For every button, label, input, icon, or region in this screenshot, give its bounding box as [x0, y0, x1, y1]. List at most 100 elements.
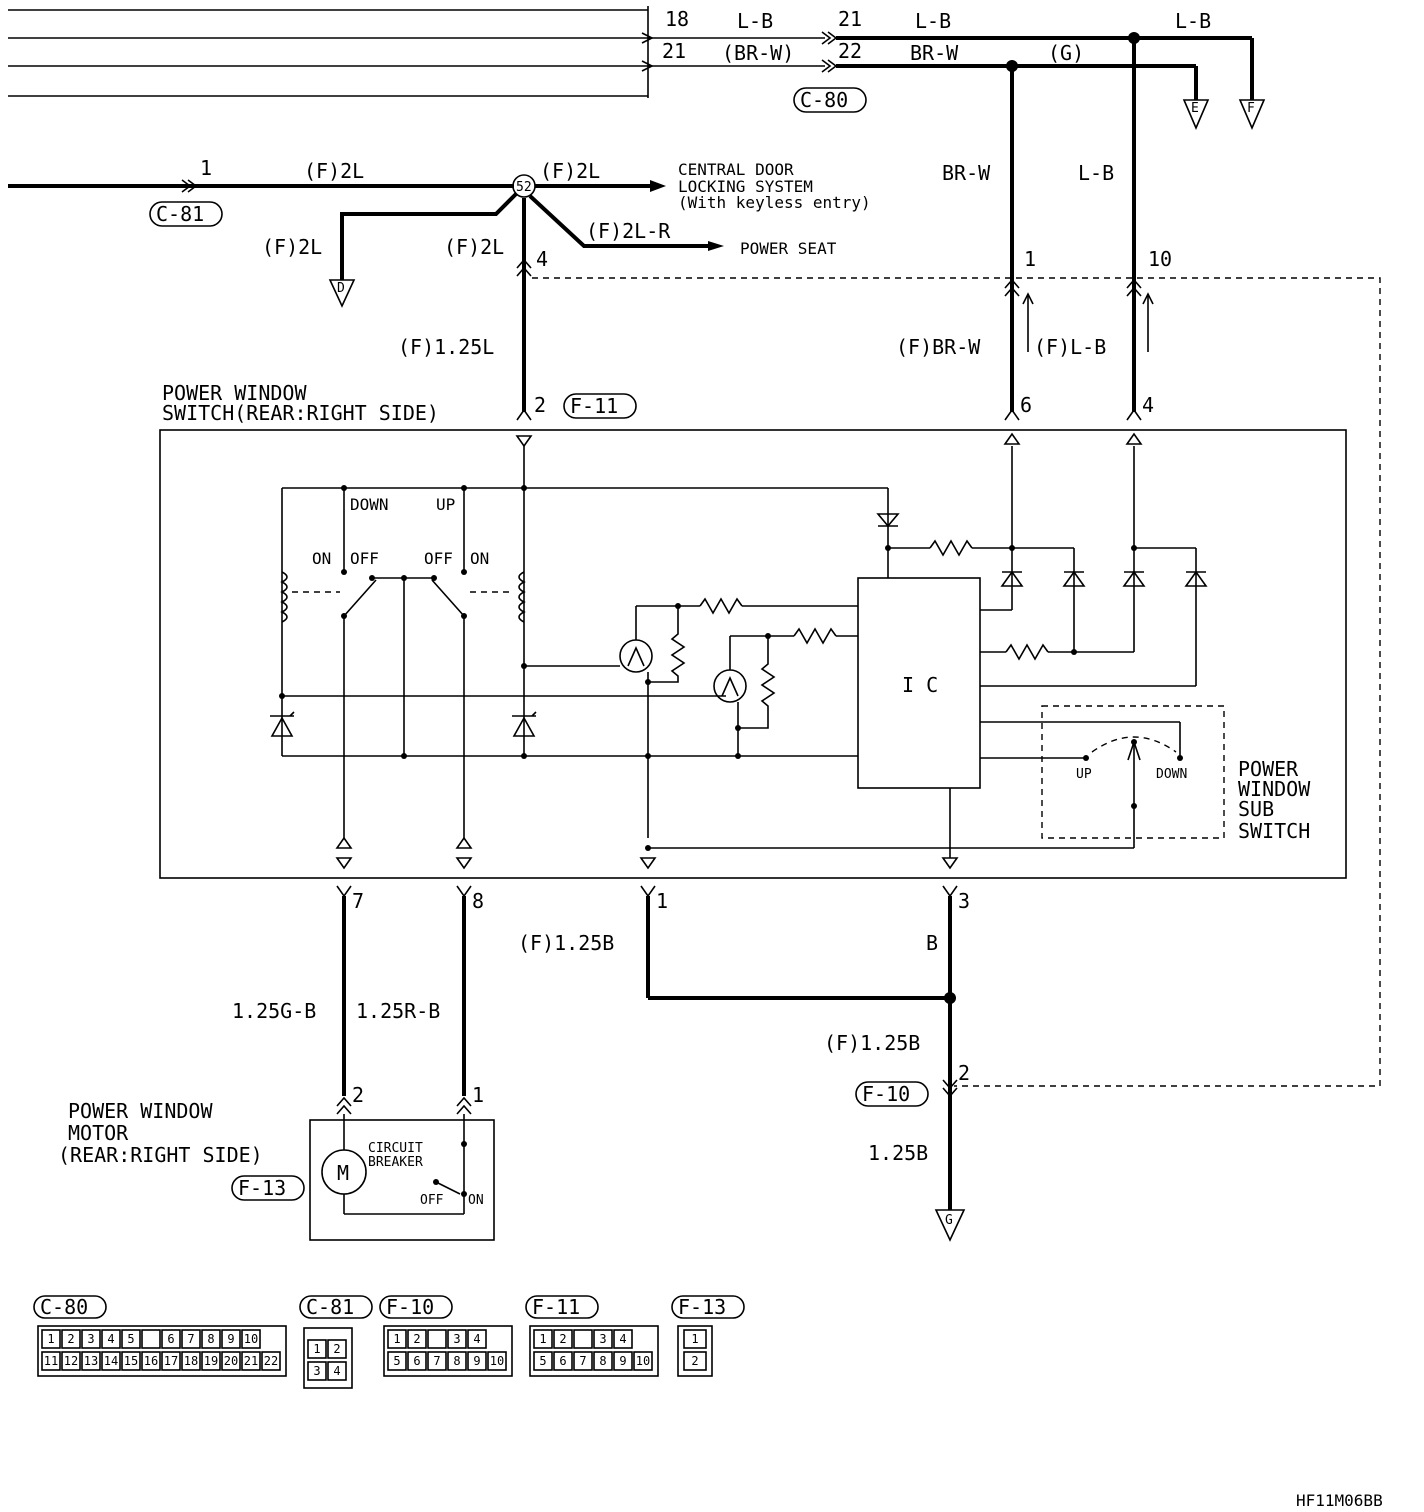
connector-cell-label: 8 [599, 1354, 606, 1368]
wire-pin-21b: 21 [838, 7, 862, 31]
cb-off: OFF [420, 1193, 444, 1208]
connector-cell-label: 8 [453, 1354, 460, 1368]
connector-cell [683, 1351, 707, 1371]
connector-cell-label: 6 [559, 1354, 566, 1368]
connector-cell [427, 1351, 447, 1371]
connector-cell-label: 20 [224, 1354, 238, 1368]
wire-pin-22: 22 [838, 39, 862, 63]
connector-cell [241, 1329, 261, 1349]
connector-cell-label: 6 [167, 1332, 174, 1346]
pin-2-f10: 2 [958, 1061, 970, 1085]
feed-harness [8, 174, 724, 412]
connector-cell [41, 1329, 61, 1349]
connector-cell [613, 1329, 633, 1349]
connector-cell [387, 1329, 407, 1349]
svg-text:D: D [337, 281, 345, 296]
connector-cell [221, 1351, 241, 1371]
f2lr: (F)2L-R [586, 219, 671, 243]
connector-cell [201, 1351, 221, 1371]
b125: 1.25B [868, 1141, 928, 1165]
central-door-label-1: CENTRAL DOOR [678, 160, 794, 179]
connector-cell [553, 1351, 573, 1371]
motor-label-2: MOTOR [68, 1121, 129, 1145]
connector-cell-label: 17 [164, 1354, 178, 1368]
connector-cell [683, 1329, 707, 1349]
connector-cell [261, 1351, 281, 1371]
connector-tag-c81: C-81 [149, 201, 223, 227]
connector-cell [181, 1351, 201, 1371]
pin-10-top: 10 [1148, 247, 1172, 271]
connector-cell-label: 10 [490, 1354, 504, 1368]
terminals-top [515, 408, 1143, 448]
connector-cell-label: 15 [124, 1354, 138, 1368]
connector-face-f13: F-13 12 [671, 1295, 745, 1377]
connector-cell-label: 4 [473, 1332, 480, 1346]
connector-cell [101, 1329, 121, 1349]
wire-color-lb-3: L-B [1175, 9, 1211, 33]
connector-cell-label: 1 [691, 1332, 698, 1346]
motor-pin-2: 2 [352, 1083, 364, 1107]
connector-cell-label: 1 [313, 1342, 320, 1356]
connector-cell-label: 8 [207, 1332, 214, 1346]
connector-cell [327, 1361, 347, 1381]
connector-tag-f11: F-11 [563, 393, 637, 419]
svg-text:C-81: C-81 [156, 202, 204, 226]
connector-cell [161, 1329, 181, 1349]
off-left: OFF [350, 549, 379, 568]
power-seat-label: POWER SEAT [740, 239, 837, 258]
connector-cell [41, 1351, 61, 1371]
wire-pin-18: 18 [665, 7, 689, 31]
connector-cell [533, 1329, 553, 1349]
connector-cell [573, 1329, 593, 1349]
connector-cell [81, 1329, 101, 1349]
switch-internals [270, 446, 1225, 858]
connector-cell [327, 1339, 347, 1359]
connector-cell [141, 1329, 161, 1349]
cb-label-2: BREAKER [368, 1155, 423, 1170]
ground-g: G [934, 1209, 966, 1242]
off-right: OFF [424, 549, 453, 568]
motor-label-3: (REAR:RIGHT SIDE) [58, 1143, 263, 1167]
connector-cell [201, 1329, 221, 1349]
sub-up-label: UP [1076, 767, 1092, 782]
connector-cell [593, 1351, 613, 1371]
motor-label-1: POWER WINDOW [68, 1099, 213, 1123]
connector-cell [241, 1351, 261, 1371]
connector-cell-label: 4 [619, 1332, 626, 1346]
diagram-code: HF11M06BB [1296, 1491, 1383, 1510]
connector-cell-label: 7 [579, 1354, 586, 1368]
connector-cell-label: 4 [333, 1364, 340, 1378]
connector-cell [633, 1351, 653, 1371]
svg-text:F-13: F-13 [678, 1295, 726, 1319]
connector-cell-label: 1 [539, 1332, 546, 1346]
svg-text:F-10: F-10 [862, 1082, 910, 1106]
pin-8: 8 [472, 889, 484, 913]
connector-cell [141, 1351, 161, 1371]
connector-cell [467, 1329, 487, 1349]
connector-cell-label: 9 [473, 1354, 480, 1368]
connector-cell [121, 1351, 141, 1371]
up-label: UP [436, 495, 455, 514]
connector-cell-label: 16 [144, 1354, 158, 1368]
connector-cell [81, 1351, 101, 1371]
power-window-motor [309, 1114, 495, 1241]
sub-down-label: DOWN [1156, 767, 1187, 782]
connector-cell-label: 14 [104, 1354, 118, 1368]
r125b: 1.25R-B [356, 999, 440, 1023]
connector-cell [101, 1351, 121, 1371]
f2l-right: (F)2L [540, 159, 600, 183]
connector-cell-label: 9 [619, 1354, 626, 1368]
power-window-switch-box [159, 429, 1347, 879]
connector-cell [387, 1351, 407, 1371]
f125b-a: (F)1.25B [518, 931, 614, 955]
vertical-feeds [1004, 38, 1154, 412]
connector-cell-label: 18 [184, 1354, 198, 1368]
connector-cell-label: 5 [127, 1332, 134, 1346]
connector-cell-label: 3 [313, 1364, 320, 1378]
connector-cell [221, 1329, 241, 1349]
connector-cell-label: 1 [47, 1332, 54, 1346]
svg-text:F-11: F-11 [532, 1295, 580, 1319]
